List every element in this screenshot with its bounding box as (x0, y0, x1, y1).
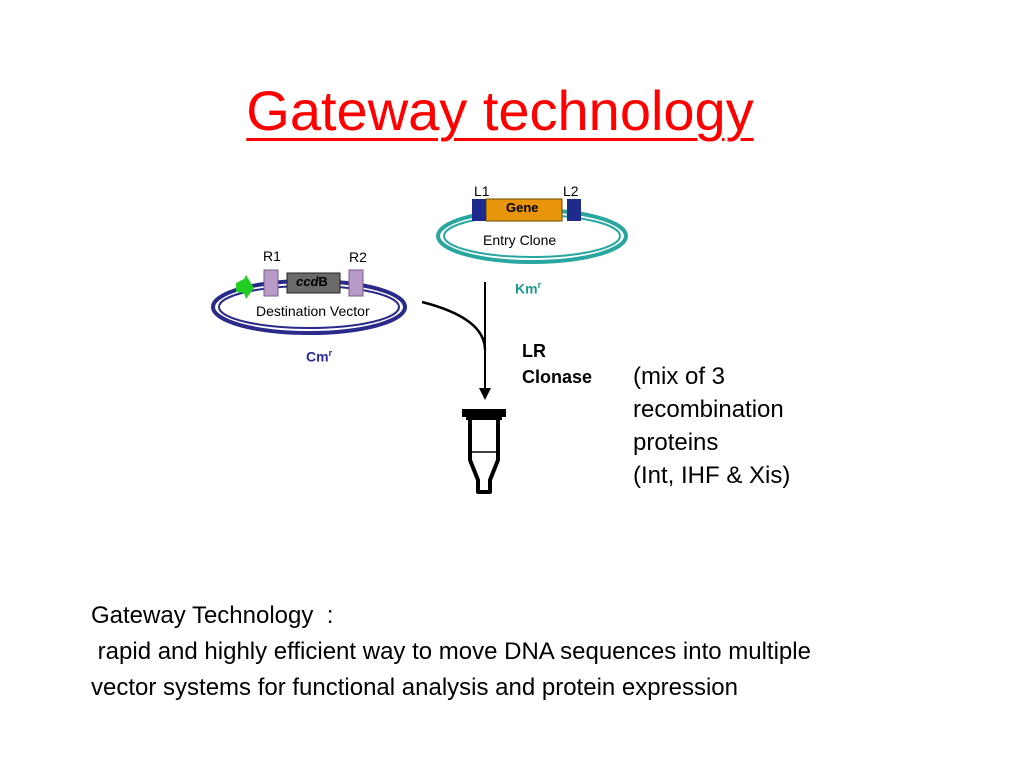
arrow-curve (421, 300, 487, 351)
description-line: rapid and highly efficient way to move D… (91, 638, 811, 665)
l2-label: L2 (563, 183, 579, 199)
cm-text: Cm (306, 348, 329, 365)
destination-vector-label: Destination Vector (256, 303, 370, 319)
reaction-arrow (421, 282, 491, 400)
description: Gateway Technology : rapid and highly ef… (91, 598, 811, 706)
description-line: vector systems for functional analysis a… (91, 674, 738, 701)
ccdb-plain: B (318, 274, 328, 289)
entry-clone-label: Entry Clone (483, 232, 557, 248)
l1-site (472, 199, 486, 221)
enzyme-note-line: recombination (633, 396, 784, 423)
enzyme-note: (mix of 3 recombination proteins (Int, I… (633, 360, 790, 492)
r2-site (348, 269, 364, 297)
lr-line2: Clonase (522, 367, 593, 387)
ccdb-label: ccdB (296, 274, 328, 289)
destination-vector-plasmid (211, 269, 407, 335)
enzyme-note-line: (mix of 3 (633, 363, 726, 390)
ccdb-italic: ccd (296, 274, 319, 289)
r1-site (263, 269, 279, 297)
km-text: Km (515, 280, 538, 297)
km-sup: r (537, 280, 542, 290)
l1-label: L1 (474, 183, 490, 199)
lr-line1: LR (522, 341, 546, 361)
lr-clonase-label: LR Clonase (522, 338, 592, 390)
description-line: Gateway Technology : (91, 602, 334, 629)
entry-clone-plasmid (436, 198, 628, 264)
l2-site (567, 199, 581, 221)
ccdb-box (286, 272, 341, 294)
page-title: Gateway technology (246, 79, 754, 142)
promoter-arrow-icon (236, 275, 254, 299)
r1-label: R1 (263, 248, 281, 264)
enzyme-note-line: proteins (633, 429, 719, 456)
cm-resistance-label: Cmr (306, 348, 332, 365)
arrow-head-icon (479, 388, 491, 400)
reaction-tube-icon (462, 409, 506, 494)
cm-sup: r (328, 348, 333, 358)
r2-label: R2 (349, 249, 367, 265)
gene-label: Gene (506, 200, 539, 215)
enzyme-note-line: (Int, IHF & Xis) (633, 462, 791, 489)
km-resistance-label: Kmr (515, 280, 541, 297)
